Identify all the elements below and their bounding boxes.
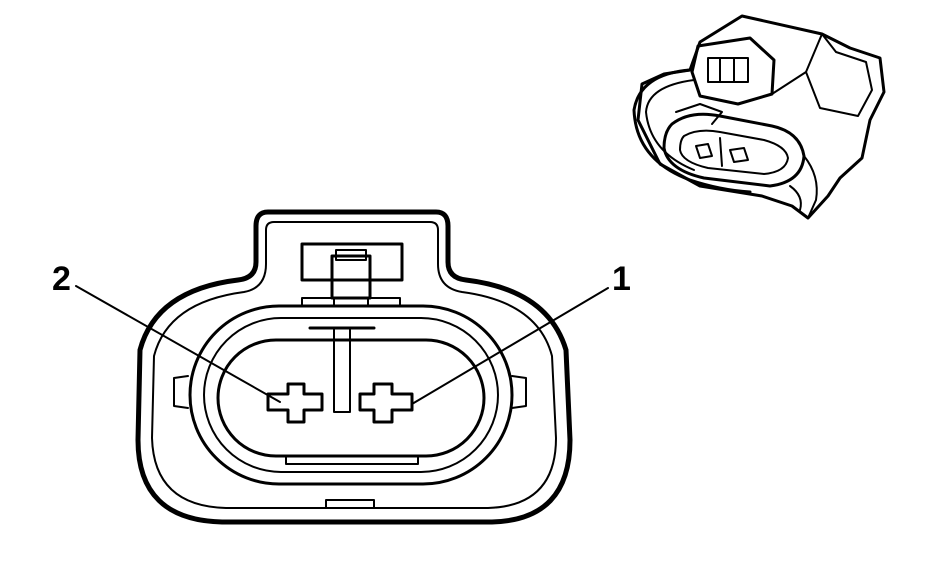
iso-latch-block	[690, 36, 776, 106]
right-keying-notch	[511, 375, 527, 409]
latch-base	[335, 249, 367, 261]
connector-outer-housing	[135, 209, 573, 525]
iso-seal-loop-inner	[645, 79, 695, 171]
bottom-slot	[325, 499, 375, 509]
iso-latch-window	[707, 57, 749, 83]
callout-2-label: 2	[52, 260, 71, 298]
iso-seal-loop	[632, 68, 752, 194]
iso-front-cavity-inner	[679, 129, 789, 175]
iso-front-cavity	[662, 112, 806, 188]
iso-lower-sweep	[803, 155, 818, 219]
iso-right-shoulder	[805, 33, 873, 117]
cavity-seal-outer	[188, 304, 514, 486]
terminal-1	[358, 382, 414, 424]
left-keying-notch	[173, 375, 189, 409]
latch-lock	[330, 254, 372, 300]
terminal-2	[266, 382, 324, 424]
callout-1-label: 1	[612, 260, 631, 298]
latch-window	[300, 242, 404, 282]
cavity-bottom-rib	[285, 455, 419, 465]
iso-lower-sweep-inner	[789, 185, 802, 211]
callout-2-leader	[75, 285, 281, 403]
iso-front-latch	[675, 103, 723, 125]
connector-isometric-view	[632, 14, 886, 220]
iso-center-key	[719, 137, 723, 167]
connector-inner-housing	[151, 221, 557, 509]
connector-face-view	[135, 209, 573, 525]
iso-terminal-left	[695, 143, 713, 159]
callout-1-leader	[411, 287, 609, 405]
iso-shoulder-edge	[771, 71, 807, 95]
callouts: 2 1	[52, 260, 631, 405]
center-key-post	[333, 327, 351, 413]
iso-terminal-right	[729, 147, 749, 163]
cavity-seal-middle	[203, 317, 499, 473]
